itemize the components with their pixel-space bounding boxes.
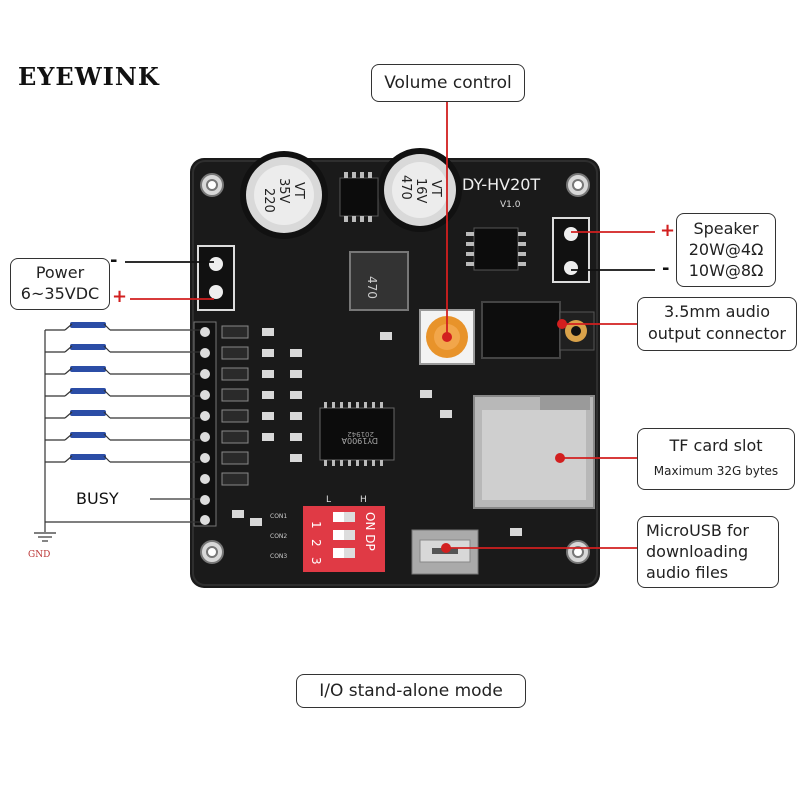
board-version: V1.0: [500, 200, 521, 210]
audio-line-2: output connector: [647, 324, 786, 343]
dip-switch: 1 2 3 ON DP: [303, 506, 385, 572]
inductor: [349, 251, 409, 311]
dip-l: L: [326, 495, 331, 505]
con1-label: CON1: [270, 513, 287, 520]
dip-num-3: 3: [309, 557, 323, 565]
busy-label: BUSY: [76, 489, 119, 508]
speaker-rating-4ohm: 20W@4Ω: [688, 240, 764, 259]
dip-num-1: 1: [309, 521, 323, 529]
chip-label: DY1900A: [341, 436, 378, 445]
tf-card-slot: [473, 395, 595, 509]
gnd-label: GND: [28, 550, 51, 560]
dip-on-label: ON DP: [363, 512, 377, 551]
callout-speaker: Speaker 20W@4Ω 10W@8Ω: [676, 213, 776, 287]
usb-line-3: audio files: [646, 563, 729, 582]
capacitor-220uf: 220 35V VT: [240, 151, 328, 239]
con2-label: CON2: [270, 533, 287, 540]
speaker-terminal: [552, 217, 590, 283]
cap1-label: 220: [261, 188, 276, 213]
power-title: Power: [35, 263, 85, 282]
callout-power: Power 6~35VDC: [10, 258, 110, 310]
tf-title: TF card slot: [669, 436, 763, 455]
cap2-vt: VT: [428, 180, 443, 197]
callout-tf-card: TF card slot Maximum 32G bytes: [637, 428, 795, 490]
power-terminal: [197, 245, 235, 311]
cap2-voltage: 16V: [413, 178, 428, 204]
capacitor-470uf: 470 16V VT: [378, 148, 462, 232]
speaker-minus: -: [662, 258, 670, 279]
cap2-label: 470: [398, 175, 413, 200]
usb-line-2: downloading: [646, 542, 749, 561]
dip-h: H: [360, 495, 367, 505]
power-minus: -: [110, 250, 118, 271]
mounting-holes: [200, 173, 590, 564]
con3-label: CON3: [270, 553, 287, 560]
power-voltage: 6~35VDC: [20, 284, 100, 303]
callout-audio-output: 3.5mm audio output connector: [637, 297, 797, 351]
io-header: [193, 321, 217, 527]
push-buttons: [70, 322, 106, 460]
cap1-vt: VT: [291, 182, 306, 199]
brand-logo: EYEWINK: [18, 62, 160, 91]
button-wiring: [34, 329, 200, 542]
leader-lines: [125, 102, 655, 553]
chip-code: 201942: [347, 430, 374, 438]
callout-mode: I/O stand-alone mode: [296, 674, 526, 708]
speaker-title: Speaker: [693, 219, 759, 238]
audio-line-1: 3.5mm audio: [663, 302, 771, 321]
dip-num-2: 2: [309, 539, 323, 547]
speaker-plus: +: [660, 220, 676, 241]
inductor-label: 470: [365, 276, 379, 299]
speaker-rating-8ohm: 10W@8Ω: [688, 261, 764, 280]
audio-jack: [481, 301, 595, 359]
power-plus: +: [112, 286, 128, 307]
board-model: DY-HV20T: [462, 175, 540, 194]
cap1-voltage: 35V: [276, 178, 291, 204]
callout-volume-control: Volume control: [371, 64, 525, 102]
usb-line-1: MicroUSB for: [646, 521, 749, 540]
tf-capacity: Maximum 32G bytes: [653, 464, 779, 478]
callout-microusb: MicroUSB for downloading audio files: [637, 516, 779, 588]
main-chip: DY1900A 201942: [319, 402, 395, 466]
